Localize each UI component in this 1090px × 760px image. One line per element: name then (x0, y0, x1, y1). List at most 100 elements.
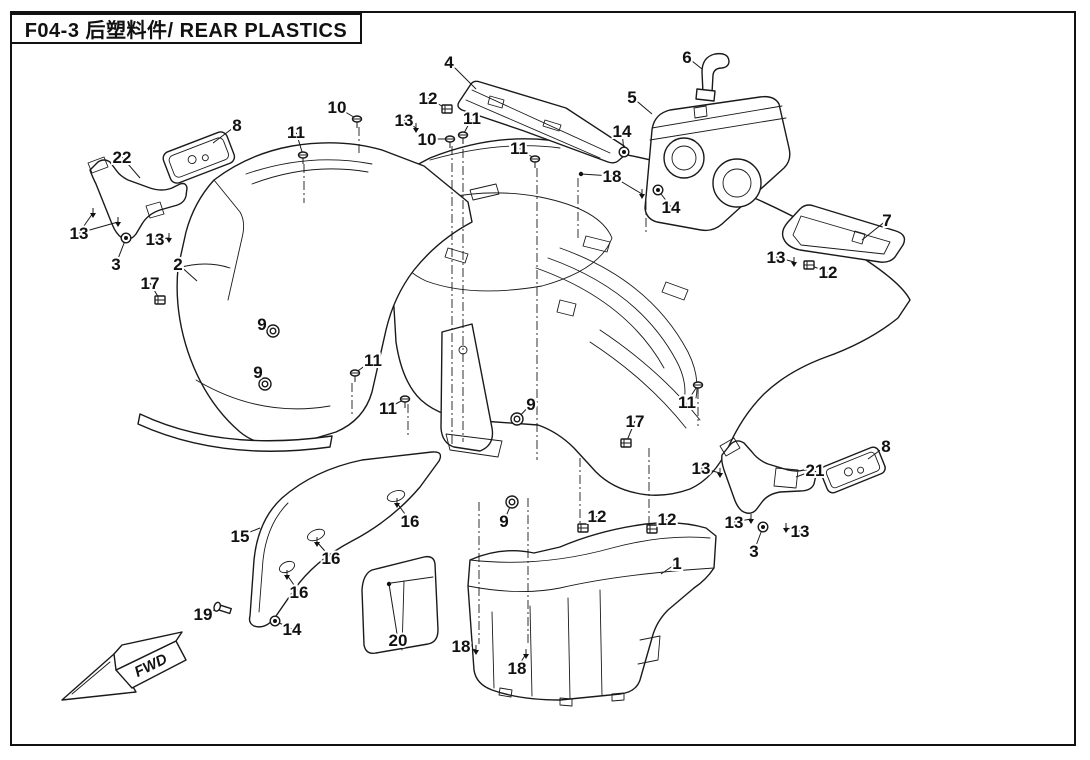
callout-16: 16 (314, 537, 342, 570)
callout-3: 3 (747, 521, 769, 563)
callout-number: 10 (328, 98, 347, 117)
callout-10: 10 (326, 96, 363, 128)
callout-number: 13 (146, 230, 165, 249)
callout-12: 12 (646, 508, 678, 534)
callout-16: 16 (394, 498, 421, 533)
callout-number: 9 (257, 315, 266, 334)
callout-21: 21 (795, 459, 826, 482)
callout-12: 12 (803, 260, 839, 284)
callout-number: 21 (806, 461, 825, 480)
callout-number: 18 (508, 659, 527, 678)
callout-11: 11 (457, 107, 483, 144)
part-left-fender (176, 142, 473, 447)
part-outlines: FWD (61, 52, 911, 707)
callout-13: 13 (393, 109, 419, 133)
callout-number: 16 (322, 549, 341, 568)
callout-number: 10 (418, 130, 437, 149)
part-rear-fender-main (389, 138, 911, 496)
callout-6: 6 (680, 46, 703, 70)
callout-number: 11 (463, 109, 481, 128)
callout-11: 11 (508, 137, 541, 168)
callout-17: 17 (139, 272, 166, 305)
page-border (10, 11, 1076, 746)
callout-13: 13 (765, 246, 797, 269)
callout-number: 19 (194, 605, 213, 624)
part-storage-box (467, 521, 717, 707)
callout-number: 8 (881, 437, 890, 456)
callout-number: 3 (111, 255, 120, 274)
callout-number: 16 (290, 583, 309, 602)
callout-12: 12 (417, 87, 453, 114)
callout-number: 22 (113, 148, 132, 167)
callout-number: 7 (882, 211, 891, 230)
callout-number: 20 (389, 631, 408, 650)
fastener-axes (303, 127, 699, 644)
part-inner-fender-strut (440, 323, 503, 458)
callout-8: 8 (212, 114, 244, 144)
callout-17: 17 (620, 410, 646, 448)
part-bracket-left (87, 156, 188, 241)
title-box: F04-3 后塑料件/ REAR PLASTICS (10, 13, 362, 44)
callout-number: 9 (253, 363, 262, 382)
part-bottom-skirt (137, 413, 333, 452)
callout-9: 9 (251, 361, 272, 391)
callout-number: 13 (70, 224, 89, 243)
callout-15: 15 (229, 525, 261, 548)
callout-11: 11 (377, 395, 411, 420)
callout-number: 13 (767, 248, 786, 267)
callout-number: 14 (662, 198, 681, 217)
callout-11: 11 (349, 349, 384, 382)
callout-4: 4 (442, 51, 477, 90)
part-hook-bracket (695, 52, 730, 102)
callout-9: 9 (255, 313, 280, 338)
callout-number: 12 (658, 510, 677, 529)
callout-number: 12 (588, 507, 607, 526)
callout-18: 18 (578, 165, 645, 199)
callout-number: 11 (510, 139, 528, 158)
callout-number: 3 (749, 542, 758, 561)
callout-3: 3 (109, 232, 132, 276)
callout-18: 18 (506, 649, 529, 680)
callout-number: 9 (526, 395, 535, 414)
part-splash-guard (248, 451, 442, 628)
callout-number: 12 (819, 263, 838, 282)
callout-7: 7 (861, 209, 894, 241)
callout-18: 18 (450, 635, 479, 658)
callout-number: 14 (283, 620, 302, 639)
callout-number: 11 (287, 123, 305, 142)
callout-8: 8 (867, 435, 893, 460)
callout-number: 16 (401, 512, 420, 531)
callout-number: 9 (499, 512, 508, 531)
part-reflector-left (162, 131, 236, 184)
callout-9: 9 (497, 495, 519, 533)
callout-number: 12 (419, 89, 438, 108)
callout-19: 19 (192, 601, 232, 626)
callout-13: 13 (783, 520, 811, 543)
part-taillight (644, 95, 791, 232)
callout-number: 17 (626, 412, 645, 431)
callout-number: 6 (682, 48, 691, 67)
callout-number: 13 (725, 513, 744, 532)
callout-number: 14 (613, 122, 632, 141)
callout-11: 11 (676, 381, 704, 414)
callout-14: 14 (652, 184, 683, 219)
callout-16: 16 (284, 570, 310, 604)
callout-13: 13 (68, 208, 121, 245)
callout-number: 18 (452, 637, 471, 656)
callout-20: 20 (387, 581, 409, 652)
callout-5: 5 (625, 86, 653, 115)
callout-13: 13 (144, 228, 172, 251)
callout-14: 14 (611, 120, 634, 158)
callout-number: 4 (444, 53, 454, 72)
callout-13: 13 (690, 457, 723, 480)
callout-1: 1 (660, 552, 684, 575)
callout-14: 14 (269, 615, 304, 641)
callout-number: 13 (395, 111, 414, 130)
callout-number: 11 (379, 399, 397, 418)
callout-number: 1 (672, 554, 681, 573)
callout-number: 13 (692, 459, 711, 478)
part-bracket-right (719, 437, 817, 514)
